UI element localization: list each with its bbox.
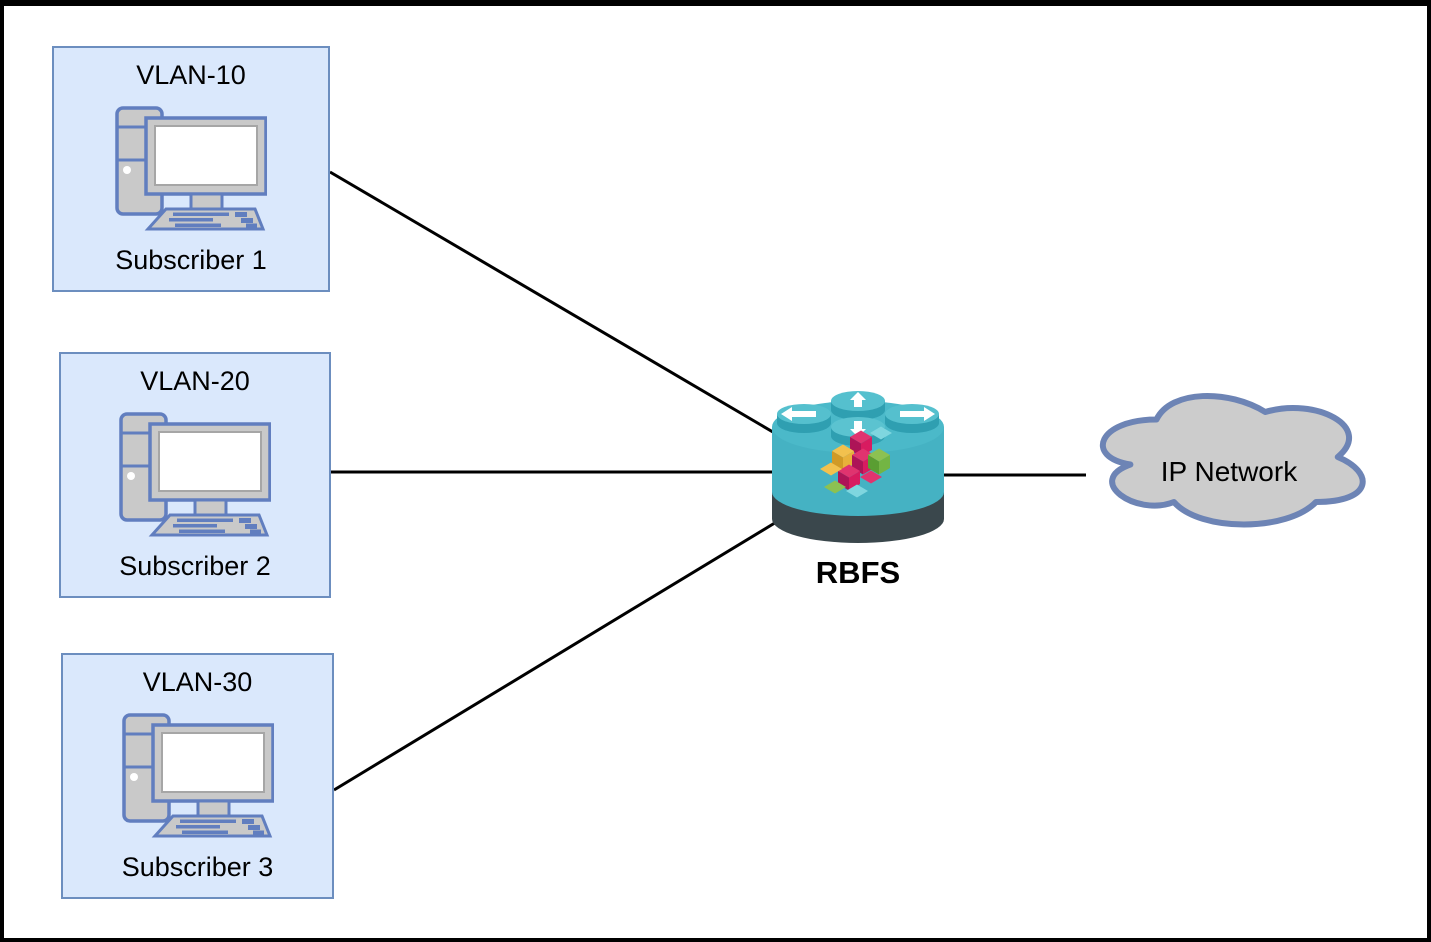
vlan-label: VLAN-20 [140, 366, 250, 396]
desktop-computer-icon [122, 698, 274, 852]
subscriber-label: Subscriber 1 [115, 245, 267, 275]
router-label: RBFS [815, 555, 901, 590]
cloud-label: IP Network [1160, 456, 1298, 487]
vlan-label: VLAN-10 [136, 60, 246, 90]
router-icon [771, 389, 945, 547]
ip-network-node: IP Network [1080, 378, 1378, 536]
connection-lines [329, 170, 1086, 792]
subscriber-label: Subscriber 3 [121, 852, 274, 882]
rbfs-router-node: RBFS [771, 389, 945, 609]
desktop-computer-icon [119, 397, 271, 551]
subscriber-2-box: VLAN-20 Subscriber 2 [59, 352, 331, 598]
subscriber-1-box: VLAN-10 Subscriber 1 [52, 46, 330, 292]
vlan-label: VLAN-30 [142, 667, 253, 697]
subscriber-label: Subscriber 2 [119, 551, 271, 581]
subscriber-3-box: VLAN-30 Subscriber 3 [61, 653, 334, 899]
desktop-computer-icon [115, 91, 267, 245]
